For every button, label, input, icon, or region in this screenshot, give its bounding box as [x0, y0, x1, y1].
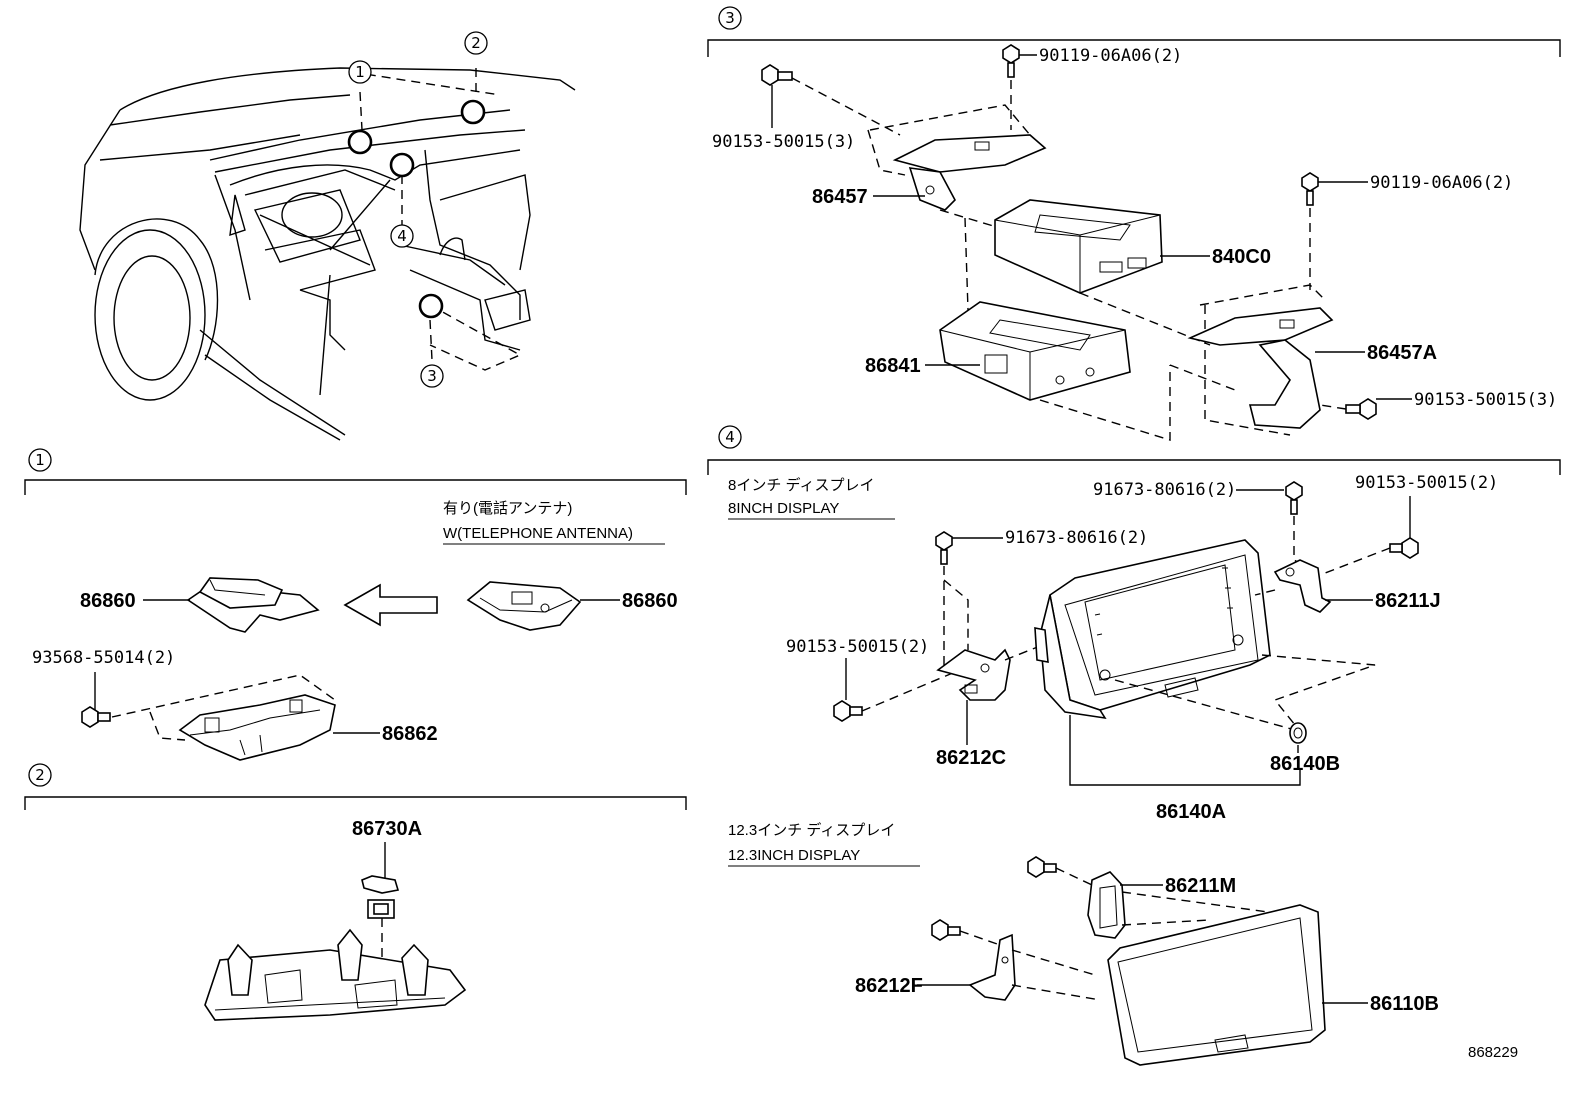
svg-text:1: 1: [35, 451, 45, 469]
overview-callout-1: 1: [348, 60, 372, 84]
bolt-icon-right: [1345, 398, 1377, 420]
part-label-86140A: 86140A: [1156, 801, 1226, 823]
section-2-bracket: [24, 796, 687, 810]
bolt-icon-top: [1002, 44, 1020, 78]
bolt-icon-12in-left: [931, 919, 961, 941]
part-label-86841: 86841: [865, 355, 921, 377]
part-label-86860-right: 86860: [622, 590, 678, 612]
section-1-bracket: [24, 479, 687, 495]
part-label-86860-left: 86860: [80, 590, 136, 612]
svg-text:3: 3: [725, 9, 735, 27]
bolt-icon-8in-right: [1389, 537, 1419, 559]
part-86457-drawing: [892, 134, 1047, 211]
svg-text:2: 2: [471, 34, 481, 52]
part-86860-right-drawing: [466, 581, 582, 631]
vehicle-overview-illustration: 1 2 4 3: [79, 31, 576, 441]
part-86211J-drawing: [1273, 559, 1332, 613]
part-label-91673-80616-right: 91673-80616(2): [1093, 480, 1236, 500]
part-label-86212F: 86212F: [855, 975, 923, 997]
part-86140A-drawing: [1034, 539, 1271, 720]
svg-text:4: 4: [725, 428, 735, 446]
part-label-86211M: 86211M: [1165, 875, 1236, 897]
part-label-86457A: 86457A: [1367, 342, 1437, 364]
part-label-90153-50015-left: 90153-50015(3): [712, 132, 855, 152]
overview-callout-4: 4: [390, 224, 414, 248]
bolt-icon-8in-left-top: [935, 531, 953, 565]
section-4-bracket: [707, 459, 1561, 475]
bolt-icon-left: [761, 64, 793, 86]
section-4-callout: 4: [718, 425, 742, 449]
svg-text:3: 3: [427, 367, 437, 385]
diagram-id: 868229: [1468, 1044, 1518, 1061]
part-86110B-drawing: [1107, 904, 1326, 1066]
section-3: 3 90119-06A06(2) 90153-50015(3) 86457: [707, 6, 1561, 441]
part-label-90153-50015-left: 90153-50015(2): [786, 637, 929, 657]
part-label-86140B: 86140B: [1270, 753, 1340, 775]
part-label-90119-06A06-top: 90119-06A06(2): [1039, 46, 1182, 66]
part-label-840C0: 840C0: [1212, 246, 1271, 268]
display-12inch-en: 12.3INCH DISPLAY: [728, 847, 860, 864]
part-label-86212C: 86212C: [936, 747, 1006, 769]
part-86457A-drawing: [1187, 307, 1334, 429]
part-86730A-drawing: [361, 875, 400, 919]
part-label-93568-55014: 93568-55014(2): [32, 648, 175, 668]
section-2: 2 86730A: [24, 763, 687, 1021]
part-label-90153-50015-right: 90153-50015(3): [1414, 390, 1557, 410]
overview-callout-2: 2: [464, 31, 488, 55]
section-4: 4 8インチ ディスプレイ 8INCH DISPLAY 91673-80616(…: [707, 425, 1561, 1066]
part-label-86862: 86862: [382, 723, 438, 745]
part-86212C-drawing: [936, 648, 1011, 701]
section-1-callout: 1: [28, 448, 52, 472]
part-label-90153-50015-right-4: 90153-50015(2): [1355, 473, 1498, 493]
part-label-86211J: 86211J: [1375, 590, 1441, 612]
part-label-86730A: 86730A: [352, 818, 422, 840]
section-3-callout: 3: [718, 6, 742, 30]
bolt-icon-12in-top: [1027, 856, 1057, 878]
arrow-icon: [343, 583, 438, 627]
overview-callout-3: 3: [420, 364, 444, 388]
telephone-antenna-note-jp: 有り(電話アンテナ): [443, 500, 572, 517]
part-label-90119-06A06-right: 90119-06A06(2): [1370, 173, 1513, 193]
part-86860-left-drawing: [186, 577, 320, 633]
part-840C0-drawing: [994, 199, 1163, 294]
display-8inch-jp: 8インチ ディスプレイ: [728, 476, 874, 494]
part-86212F-drawing: [968, 933, 1016, 1001]
svg-text:1: 1: [355, 63, 365, 81]
bolt-icon-right-top: [1301, 172, 1319, 206]
part-label-86110B: 86110B: [1370, 993, 1439, 1015]
telephone-antenna-note-en: W(TELEPHONE ANTENNA): [443, 525, 633, 542]
part-86862-drawing: [178, 694, 336, 761]
svg-text:4: 4: [397, 227, 407, 245]
section-3-bracket: [707, 39, 1561, 57]
display-12inch-jp: 12.3インチ ディスプレイ: [728, 821, 895, 839]
bolt-icon-8in-right-top: [1285, 481, 1303, 515]
part-label-91673-80616-left: 91673-80616(2): [1005, 528, 1148, 548]
svg-text:2: 2: [35, 766, 45, 784]
section-2-callout: 2: [28, 763, 52, 787]
part-label-86457: 86457: [812, 186, 868, 208]
bolt-icon-8in-left: [833, 700, 863, 722]
part-86841-drawing: [939, 301, 1131, 401]
bolt-icon: [81, 706, 111, 728]
section-1: 1 有り(電話アンテナ) W(TELEPHONE ANTENNA) 86860 …: [24, 448, 687, 761]
part-86140B-drawing: [1289, 722, 1307, 744]
part-86211M-drawing: [1087, 871, 1126, 939]
overhead-console-drawing: [204, 928, 467, 1021]
display-8inch-en: 8INCH DISPLAY: [728, 500, 839, 517]
